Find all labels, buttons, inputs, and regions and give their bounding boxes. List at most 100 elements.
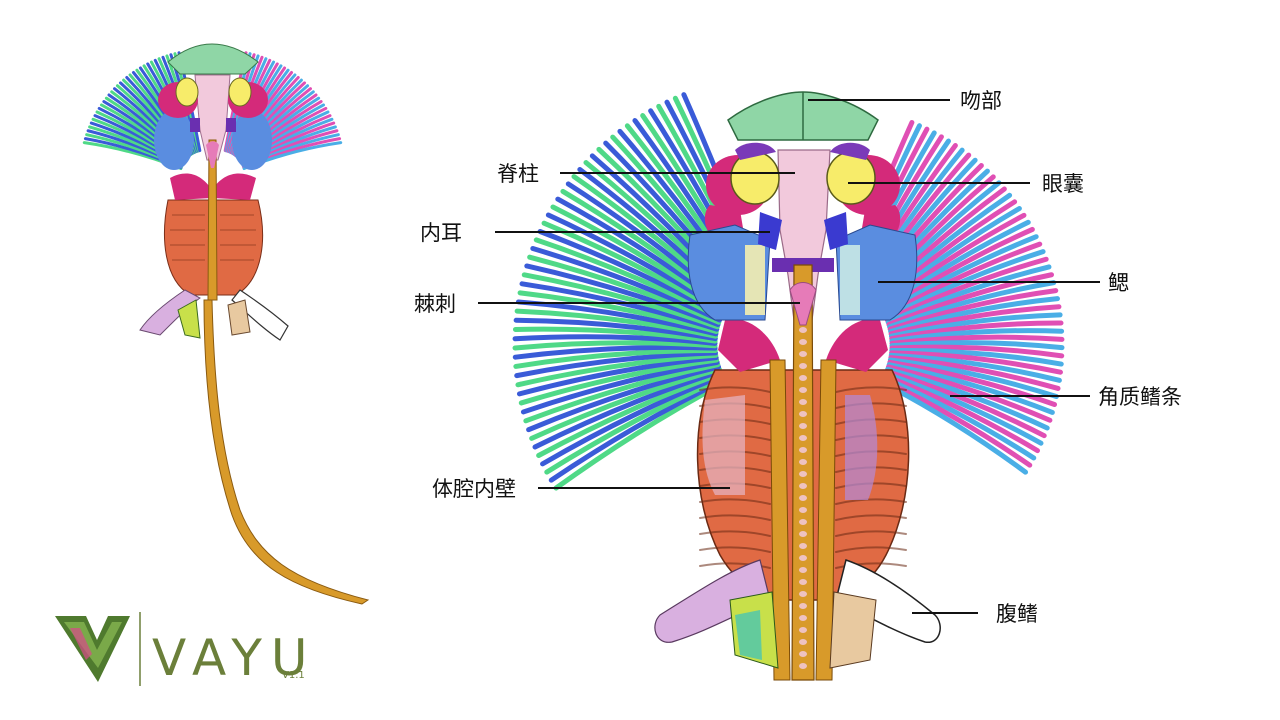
small-snout [167, 43, 259, 75]
fin-ray [882, 373, 1040, 454]
large-clasper-right [829, 591, 877, 669]
fin-ray [523, 362, 721, 424]
vertebra [799, 483, 807, 489]
fin-ray [521, 272, 720, 330]
fin-ray [883, 371, 1044, 446]
small-clasper-right [227, 299, 251, 336]
fin-ray [530, 245, 723, 323]
fin-ray [524, 263, 721, 328]
fin-ray [512, 340, 718, 351]
small-spine [207, 139, 218, 301]
large-cavity-left-inner [702, 395, 745, 495]
fin-ray [532, 368, 723, 450]
label-horny-fin-rays: 角质鳍条 [1098, 385, 1182, 409]
vertebra [799, 327, 807, 333]
small-eye-left [175, 77, 199, 107]
small-gill-left [154, 110, 194, 170]
large-lateral-bar-left [769, 359, 791, 681]
fin-ray [884, 256, 1049, 323]
vertebra [799, 603, 807, 609]
vertebra [799, 579, 807, 585]
logo-text: VAYU [152, 629, 316, 687]
fin-ray [526, 364, 722, 433]
fin-ray [520, 359, 720, 415]
label-snout: 吻部 [960, 89, 1002, 113]
large-eye-top-left [735, 142, 776, 160]
rib [835, 530, 907, 537]
logo-v-icon-accent [70, 628, 92, 660]
rib [699, 530, 771, 537]
fin-ray [889, 350, 1063, 375]
fin-ray [887, 359, 1058, 407]
vertebra [799, 351, 807, 357]
fin-ray [518, 357, 720, 406]
labels: 吻部 脊柱 眼囊 内耳 鳃 棘刺 角质鳍条 体腔内壁 腹鳍 [414, 89, 1182, 626]
vertebra [799, 411, 807, 417]
vertebra [799, 639, 807, 645]
large-lateral-bar-right [815, 359, 837, 681]
vertebra [799, 567, 807, 573]
rib [699, 386, 771, 393]
small-eye-right [228, 77, 252, 107]
fin-ray [889, 340, 1065, 351]
fin-ray [887, 288, 1059, 332]
fin-ray [512, 334, 718, 346]
fin-ray [515, 299, 719, 337]
small-inner-ear-left [190, 118, 200, 132]
vertebra [799, 471, 807, 477]
vertebra [799, 399, 807, 405]
large-cavity-right-inner [845, 395, 878, 500]
large-girdle-right [826, 319, 888, 372]
logo-version: V1.1 [282, 670, 305, 681]
leader-lines [478, 99, 1100, 614]
rib [835, 514, 907, 521]
fin-ray [536, 371, 724, 458]
large-gill-bars-left [745, 245, 765, 315]
vertebra [799, 375, 807, 381]
small-inner-ear-right [226, 118, 236, 132]
fin-ray [513, 348, 718, 369]
rib [699, 498, 771, 505]
label-pelvic-fin: 腹鳍 [996, 602, 1038, 626]
fin-ray [527, 254, 722, 325]
fin-ray [512, 344, 718, 360]
vertebra [799, 363, 807, 369]
vertebra [799, 555, 807, 561]
fin-ray [514, 350, 718, 379]
vertebra [799, 519, 807, 525]
large-vertebrae [799, 327, 807, 669]
fin-ray [512, 326, 718, 344]
large-eye-left [730, 151, 780, 205]
rib [835, 562, 907, 569]
label-body-cavity-wall: 体腔内壁 [432, 477, 516, 501]
vayu-logo: VAYU V1.1 [55, 612, 316, 687]
large-gill-bars-right [840, 245, 860, 315]
fin-ray [517, 290, 719, 334]
small-clasper-left [177, 299, 201, 339]
fin-ray [883, 249, 1046, 321]
fin-ray [540, 373, 725, 467]
fin-ray [889, 344, 1065, 359]
rib [835, 386, 907, 393]
fin-ray [514, 308, 719, 339]
large-eye-top-right [830, 142, 870, 160]
fin-ray [533, 237, 724, 321]
fin-ray [888, 304, 1062, 337]
fin-ray [889, 347, 1064, 367]
vertebra [799, 651, 807, 657]
fin-ray [888, 312, 1063, 339]
large-eye-right [826, 151, 876, 205]
small-girdle [170, 173, 256, 200]
fin-ray [889, 328, 1065, 344]
vertebra [799, 423, 807, 429]
fin-ray [889, 334, 1065, 346]
vertebra [799, 387, 807, 393]
vertebra [799, 591, 807, 597]
large-clasper-left-2 [735, 610, 762, 660]
label-inner-ear: 内耳 [420, 221, 462, 245]
large-thorn [789, 282, 817, 326]
vertebra [799, 435, 807, 441]
fin-ray [881, 375, 1037, 461]
fin-ray [889, 320, 1064, 342]
label-eye-capsule: 眼囊 [1042, 172, 1084, 196]
